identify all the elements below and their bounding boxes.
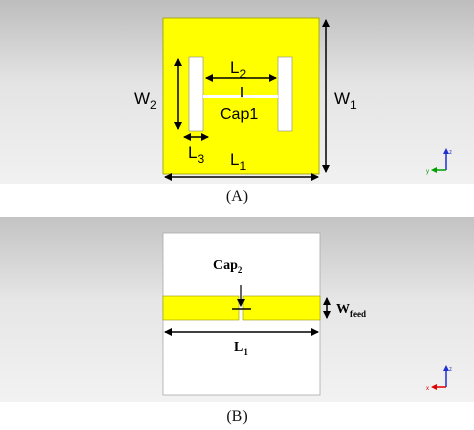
slit-left <box>203 95 241 98</box>
feed-line-left <box>162 295 240 321</box>
caption-a: (A) <box>225 188 249 205</box>
panel-b-diagram: Cap2 Wfeed L1 z x <box>162 232 452 396</box>
w2-label: W2 <box>134 89 157 112</box>
feed-line-right <box>242 295 321 321</box>
l2-label: L2 <box>230 58 246 81</box>
wfeed-label: Wfeed <box>336 302 366 319</box>
l3-label: L3 <box>188 143 204 166</box>
cap1-label: Cap1 <box>220 106 258 123</box>
l1-label: L1 <box>230 150 246 173</box>
w1-label: W1 <box>334 89 357 112</box>
svg-text:z: z <box>449 367 452 373</box>
left-slot <box>188 56 204 132</box>
cap2-label: Cap2 <box>213 258 243 275</box>
panel-a-viewport: W2 L2 Cap1 L3 L1 W1 z y <box>0 0 474 184</box>
panel-b-viewport: Cap2 Wfeed L1 z x <box>0 217 474 402</box>
panel-a-diagram: W2 L2 Cap1 L3 L1 W1 z y <box>134 17 452 181</box>
axis-triad-a: z y <box>426 148 452 175</box>
svg-text:z: z <box>449 150 452 156</box>
axis-triad-b: z x <box>426 365 452 392</box>
right-slot <box>277 56 293 132</box>
svg-text:x: x <box>426 386 429 392</box>
l1-label-b: L1 <box>234 340 248 357</box>
slit-right <box>243 95 278 98</box>
svg-text:y: y <box>426 169 429 175</box>
caption-b: (B) <box>226 408 248 425</box>
